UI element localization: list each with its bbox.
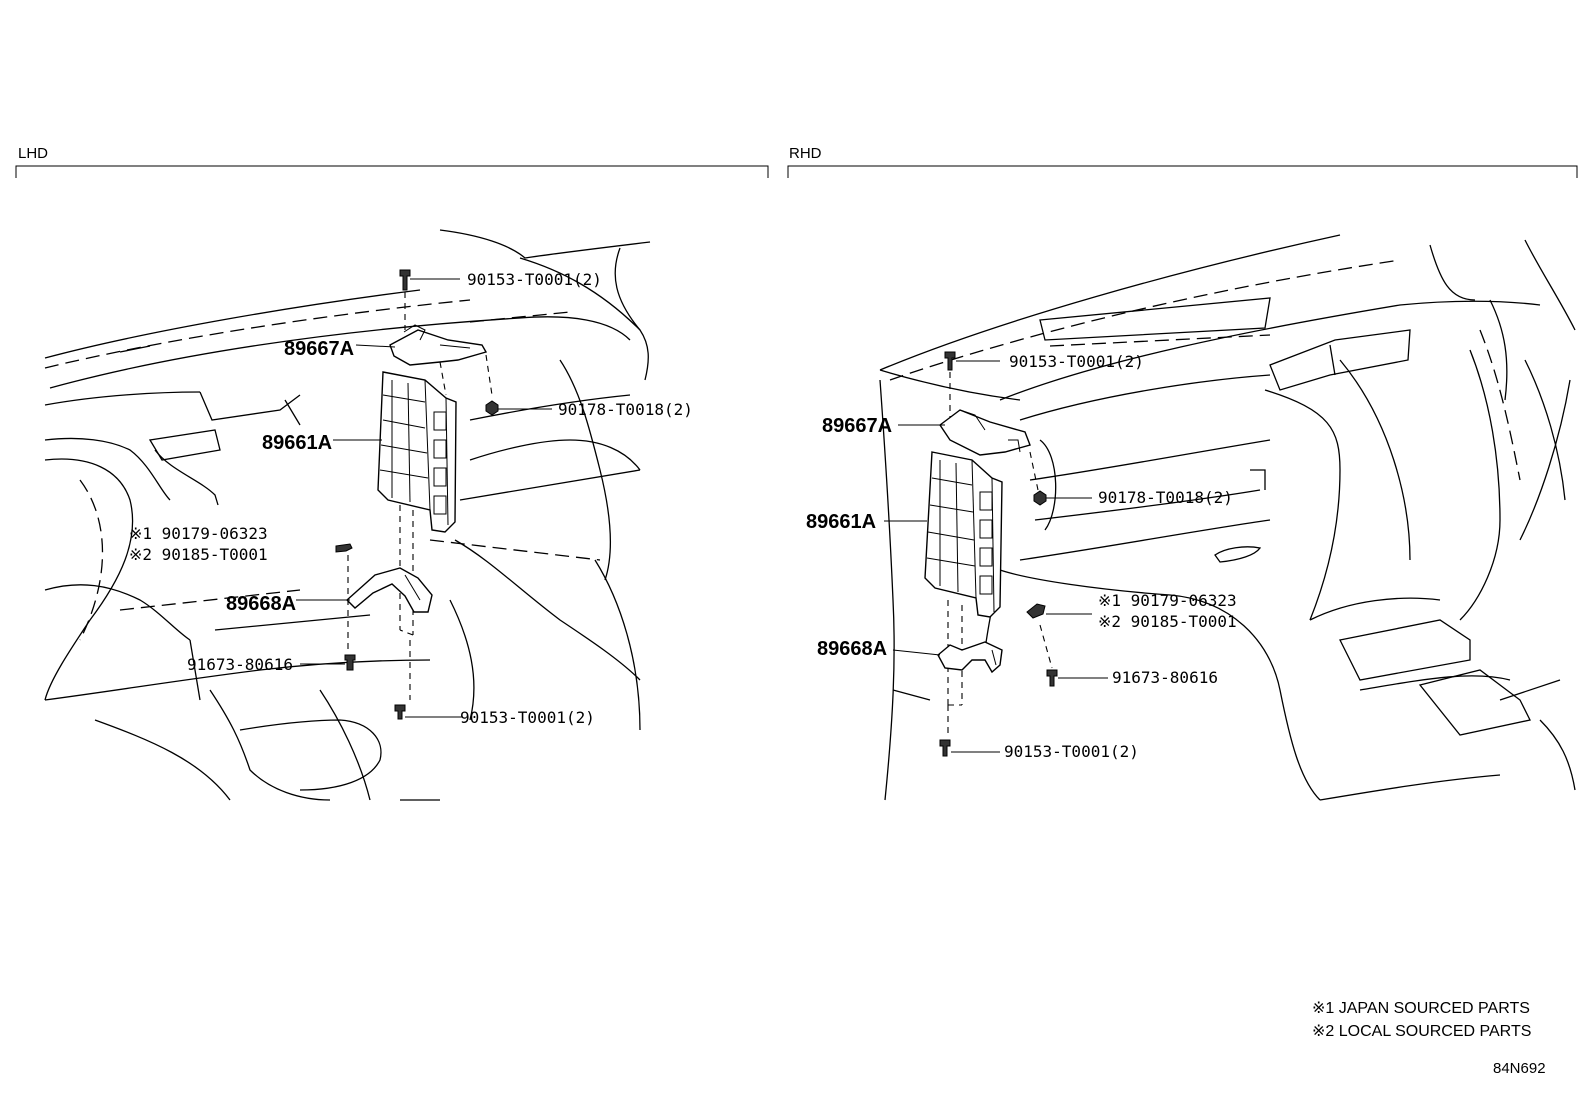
- lhd-label-screw-bottom: 90153-T0001(2): [460, 708, 595, 727]
- rhd-label-bracket-bottom: 89668A: [817, 638, 887, 660]
- rhd-label-screw-top: 90153-T0001(2): [1009, 352, 1144, 371]
- lhd-illustration: [44, 229, 651, 801]
- rhd-label-ecu: 89661A: [806, 511, 876, 533]
- lhd-label-clip-1: ※1 90179-06323: [129, 524, 268, 543]
- lhd-label-bracket-bottom: 89668A: [226, 593, 296, 615]
- lhd-label-bolt: 91673-80616: [187, 655, 293, 674]
- lhd-label-bracket-top: 89667A: [284, 338, 354, 360]
- note-local-sourced: ※2 LOCAL SOURCED PARTS: [1312, 1023, 1531, 1040]
- rhd-label-clip-1: ※1 90179-06323: [1098, 591, 1237, 610]
- rhd-label-screw-bottom: 90153-T0001(2): [1004, 742, 1139, 761]
- section-label-rhd: RHD: [789, 145, 822, 162]
- rhd-label-bolt: 91673-80616: [1112, 668, 1218, 687]
- section-bracket-lhd: [15, 165, 769, 178]
- note-japan-sourced: ※1 JAPAN SOURCED PARTS: [1312, 1000, 1530, 1017]
- rhd-label-nut: 90178-T0018(2): [1098, 488, 1233, 507]
- rhd-label-bracket-top: 89667A: [822, 415, 892, 437]
- rhd-label-clip-2: ※2 90185-T0001: [1098, 612, 1237, 631]
- lhd-label-screw-top: 90153-T0001(2): [467, 270, 602, 289]
- lhd-label-nut: 90178-T0018(2): [558, 400, 693, 419]
- rhd-illustration: [879, 234, 1576, 801]
- diagram-code: 84N692: [1493, 1060, 1546, 1077]
- section-bracket-rhd: [787, 165, 1578, 178]
- section-label-lhd: LHD: [18, 145, 48, 162]
- lhd-label-clip-2: ※2 90185-T0001: [129, 545, 268, 564]
- lhd-label-ecu: 89661A: [262, 432, 332, 454]
